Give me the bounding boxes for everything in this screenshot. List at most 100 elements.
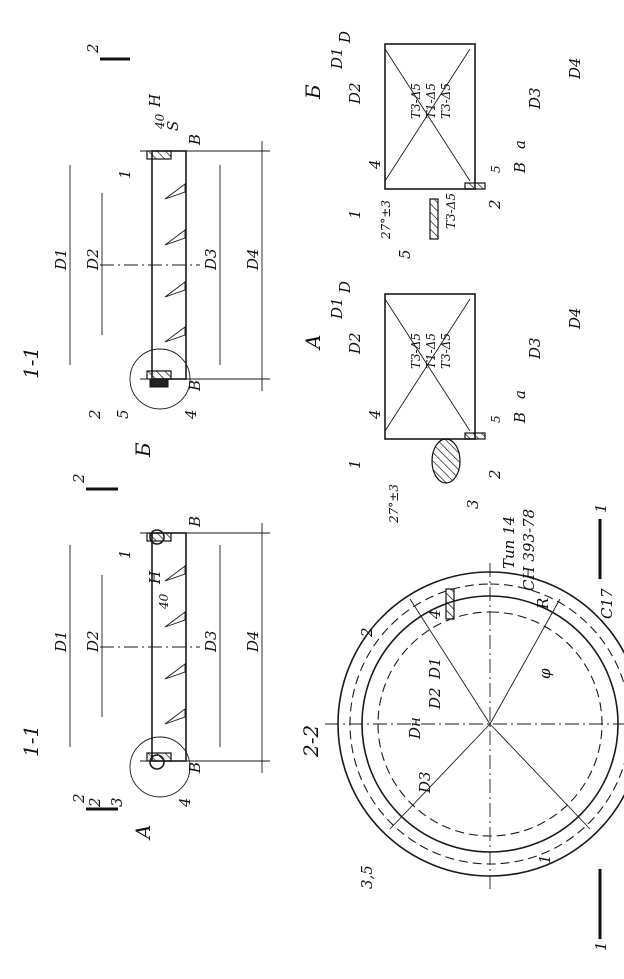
detail-A-label-D2: D2 <box>346 332 364 355</box>
detail-A-callout-3: 3 <box>464 499 482 509</box>
section-1-1-right-title: 1-1 <box>19 347 43 379</box>
rib-left-4 <box>164 565 186 582</box>
cord-left-b <box>149 529 165 545</box>
ring-label-phi: φ <box>536 668 554 679</box>
ring-label-D3: D3 <box>416 771 434 794</box>
callout-4-left: 4 <box>176 797 194 808</box>
detail-A-weld-t3-a: Т3-Δ5 <box>409 333 423 369</box>
detail-B-callout-4: 4 <box>366 159 384 170</box>
label-D4-left: D4 <box>244 630 262 653</box>
detail-B: Б Т3-Δ5 Т1-Δ5 Т3-Δ5 Т3-Δ5 D D1 D2 D3 D4 … <box>301 31 584 259</box>
detail-B-label-B: B <box>511 162 529 174</box>
detail-B-label-D3: D3 <box>526 87 544 110</box>
detail-B-diag-2 <box>384 48 471 182</box>
rib-right-2 <box>164 281 186 298</box>
detail-A-label-a: a <box>511 390 529 399</box>
detail-A-label-D: D <box>336 281 354 294</box>
ring-label-R: R <box>534 598 552 610</box>
ring-radius-2 <box>389 723 491 830</box>
detail-A-label-5: 5 <box>489 415 503 423</box>
detail-B-label-5: 5 <box>489 165 503 173</box>
detail-A: A Т3-Δ5 Т1-Δ5 Т3-Δ5 D D1 D2 D3 D4 5 a B … <box>301 281 584 524</box>
detail-B-weld-t3-d: Т3-Δ5 <box>439 83 453 119</box>
label-D3-left: D3 <box>202 630 220 653</box>
ring-label-D2: D2 <box>426 687 444 710</box>
detail-label-B-right: Б <box>131 442 155 458</box>
detail-B-weld-t3-c: Т3-Δ5 <box>409 83 423 119</box>
detail-A-angle: 27°±3 <box>387 484 401 524</box>
label-D2-left: D2 <box>84 630 102 653</box>
callout-4-right: 4 <box>182 409 200 420</box>
detail-A-callout-2: 2 <box>486 469 504 480</box>
detail-B-weld-t1: Т1-Δ5 <box>424 83 438 119</box>
callout-2-right: 2 <box>86 409 104 420</box>
detail-A-cord <box>431 438 461 484</box>
rib-left-1 <box>164 708 186 725</box>
section-2-2-title: 2-2 <box>299 725 323 758</box>
ring-label-D1: D1 <box>426 657 444 680</box>
rib-right-1 <box>164 326 186 343</box>
detail-B-label-D: D <box>336 31 354 44</box>
detail-B-label-D2: D2 <box>346 82 364 105</box>
ring-radius-3 <box>409 598 491 725</box>
label-B-left-b: B <box>186 762 204 774</box>
ring-callout-4: 4 <box>426 609 444 620</box>
cut-label-1-left: 1 <box>592 941 610 951</box>
label-D3-right: D3 <box>202 248 220 271</box>
steel-ring-right <box>149 378 169 388</box>
detail-B-label-a: a <box>511 140 529 149</box>
rib-right-3 <box>164 229 186 246</box>
section-1-1-right: 1-1 D1 D2 D3 D4 B B H S 40 1 <box>19 43 270 491</box>
detail-B-label-D4: D4 <box>566 57 584 80</box>
detail-B-angle: 27°±3 <box>379 200 393 240</box>
ring-rib-4 <box>445 588 455 620</box>
cord-left-a <box>149 754 165 770</box>
detail-A-label-D1: D1 <box>328 297 346 320</box>
detail-B-label-D1: D1 <box>328 47 346 70</box>
section-2-2: 2-2 Dн D3 D2 D1 φ R 4 2 3,5 1 С17 Тип 14… <box>299 503 624 951</box>
label-B-left-a: B <box>186 516 204 528</box>
cut-label-2-left: 2 <box>70 793 88 804</box>
label-B-right-a: B <box>186 134 204 146</box>
ring-callout-2: 2 <box>358 627 376 638</box>
ring-callout-1: 1 <box>536 854 554 864</box>
weld-end-right-a <box>146 370 172 380</box>
label-D1-left: D1 <box>52 630 70 653</box>
label-40-left: 40 <box>157 593 171 610</box>
detail-A-diag-2 <box>384 298 471 432</box>
detail-A-callout-1: 1 <box>346 459 364 469</box>
detail-A-weld-t1: Т1-Δ5 <box>424 333 438 369</box>
label-D4-right: D4 <box>244 248 262 271</box>
section-1-1-left: 1-1 D1 D2 D3 D4 <box>19 516 270 841</box>
cut-label-1-right: 1 <box>592 503 610 513</box>
detail-A-title: A <box>301 335 325 351</box>
label-40-right: 40 <box>153 113 167 130</box>
callout-1-left: 1 <box>116 549 134 559</box>
callout-2-left: 2 <box>86 797 104 808</box>
label-D2-right: D2 <box>84 248 102 271</box>
section-1-1-left-title: 1-1 <box>19 725 43 757</box>
ring-radius-1 <box>489 598 561 725</box>
detail-A-label-B: B <box>511 412 529 424</box>
detail-A-label-D3: D3 <box>526 337 544 360</box>
detail-B-title: Б <box>301 84 325 100</box>
callout-1-right: 1 <box>116 169 134 179</box>
weld-end-right-b <box>146 150 172 160</box>
label-H-right: H <box>146 93 164 108</box>
detail-B-ring <box>429 198 439 240</box>
rib-left-2 <box>164 663 186 680</box>
label-S-right: S <box>164 121 182 131</box>
ring-callout-35: 3,5 <box>358 865 376 889</box>
detail-A-weld <box>464 432 486 440</box>
rib-right-4 <box>164 183 186 200</box>
detail-B-callout-2: 2 <box>486 199 504 210</box>
detail-B-weld-t3-e: Т3-Δ5 <box>444 193 458 229</box>
detail-circle-A <box>129 736 191 798</box>
cut-label-2-mid: 2 <box>70 473 88 484</box>
detail-A-label-D4: D4 <box>566 307 584 330</box>
detail-B-callout-1: 1 <box>346 209 364 219</box>
callout-3-left: 3 <box>108 797 126 807</box>
detail-B-callout-5: 5 <box>396 249 414 259</box>
label-H-left: H <box>146 570 164 585</box>
